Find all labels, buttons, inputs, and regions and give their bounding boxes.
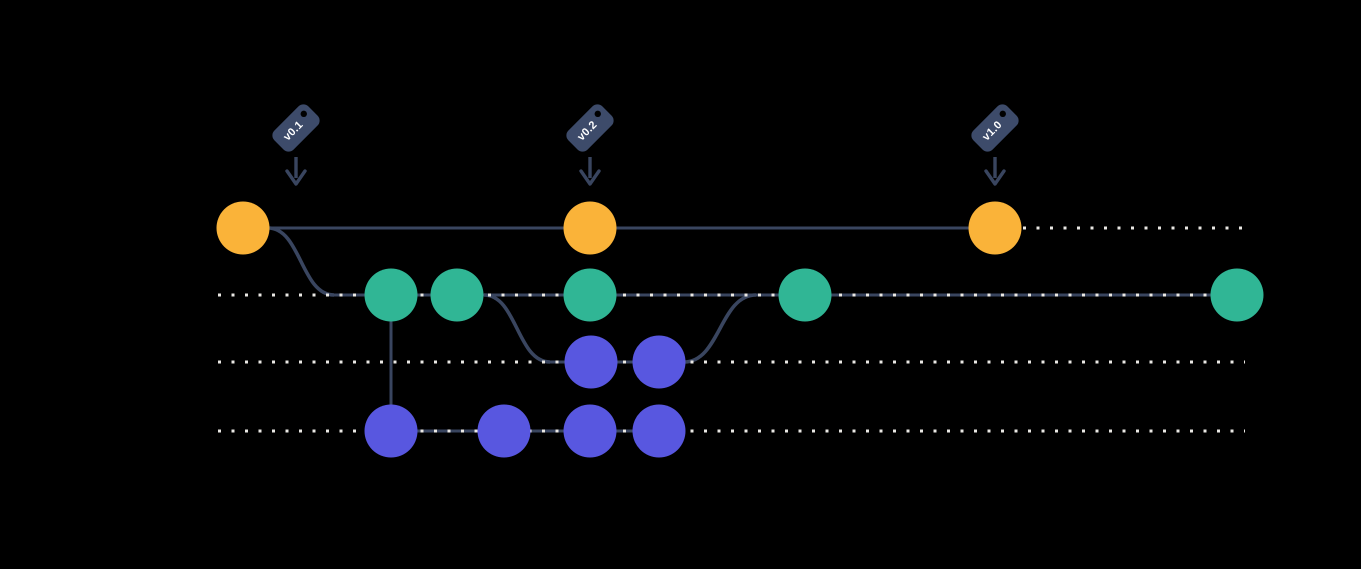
commit-node-develop	[1210, 268, 1264, 322]
commit-node-develop	[430, 268, 484, 322]
tag-hole	[999, 110, 1006, 118]
commit-node-feature	[632, 404, 686, 458]
commit-node-main	[216, 201, 270, 255]
down-arrow-icon	[285, 169, 307, 186]
commit-node-release	[564, 335, 618, 389]
version-tag: v1.0	[971, 104, 1019, 186]
commit-node-feature	[563, 404, 617, 458]
commit-node-main	[968, 201, 1022, 255]
merge-into-develop-curve	[683, 293, 757, 364]
commit-node-develop	[778, 268, 832, 322]
tag-icon: v0.1	[272, 104, 320, 152]
commit-node-feature	[364, 404, 418, 458]
commit-node-release	[632, 335, 686, 389]
version-tag: v0.2	[566, 104, 614, 186]
tag-body	[272, 104, 320, 152]
commit-node-feature	[477, 404, 531, 458]
tag-hole	[300, 110, 307, 118]
commit-node-develop	[563, 268, 617, 322]
tag-body	[971, 104, 1019, 152]
tag-hole	[594, 110, 601, 118]
tag-icon: v0.2	[566, 104, 614, 152]
commit-node-main	[563, 201, 617, 255]
branch-from-main-curve	[267, 226, 335, 297]
down-arrow-icon	[984, 169, 1006, 186]
tag-body	[566, 104, 614, 152]
branch-from-develop-curve	[483, 293, 551, 364]
commit-node-develop	[364, 268, 418, 322]
tag-icon: v1.0	[971, 104, 1019, 152]
down-arrow-icon	[579, 169, 601, 186]
version-tag: v0.1	[272, 104, 320, 186]
